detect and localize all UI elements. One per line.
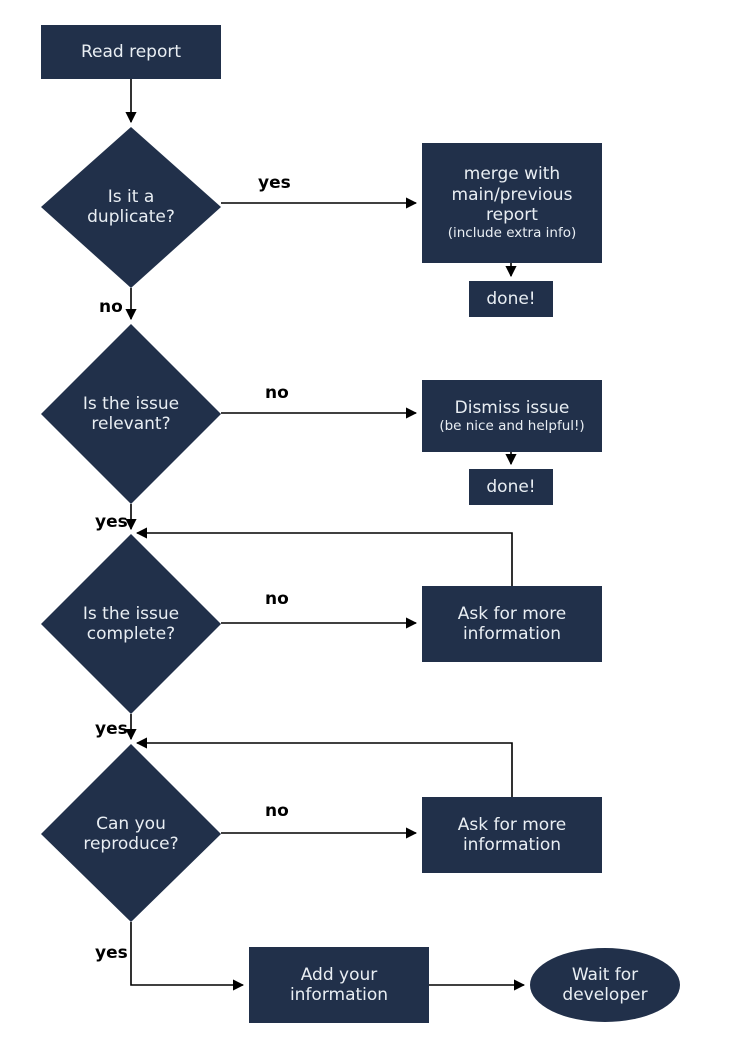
edge-ask-more-1-loop-back bbox=[135, 527, 513, 586]
node-is-duplicate[interactable] bbox=[41, 127, 221, 288]
edge-label-duplicate-no: no bbox=[99, 297, 123, 317]
node-add-info[interactable] bbox=[249, 947, 429, 1023]
node-ask-more-2[interactable] bbox=[422, 797, 602, 873]
node-done-1[interactable] bbox=[469, 281, 553, 317]
node-is-relevant[interactable] bbox=[41, 324, 221, 504]
node-done-2[interactable] bbox=[469, 469, 553, 505]
edge-label-duplicate-yes: yes bbox=[258, 173, 291, 193]
edge-label-relevant-no: no bbox=[265, 383, 289, 403]
node-wait-for-developer[interactable] bbox=[530, 948, 680, 1022]
node-is-complete[interactable] bbox=[41, 534, 221, 714]
edge-label-reproduce-no: no bbox=[265, 801, 289, 821]
edge-label-complete-no: no bbox=[265, 589, 289, 609]
node-ask-more-1[interactable] bbox=[422, 586, 602, 662]
edge-label-relevant-yes: yes bbox=[95, 512, 128, 532]
edge-reproduce-yes-to-add-info bbox=[130, 922, 245, 991]
edge-label-complete-yes: yes bbox=[95, 719, 128, 739]
edge-label-reproduce-yes: yes bbox=[95, 943, 128, 963]
edge-ask-more-2-loop-back bbox=[135, 737, 513, 797]
node-dismiss-issue[interactable] bbox=[422, 380, 602, 452]
node-read-report[interactable] bbox=[41, 25, 221, 79]
node-can-reproduce[interactable] bbox=[41, 744, 221, 922]
node-merge-report[interactable] bbox=[422, 143, 602, 263]
